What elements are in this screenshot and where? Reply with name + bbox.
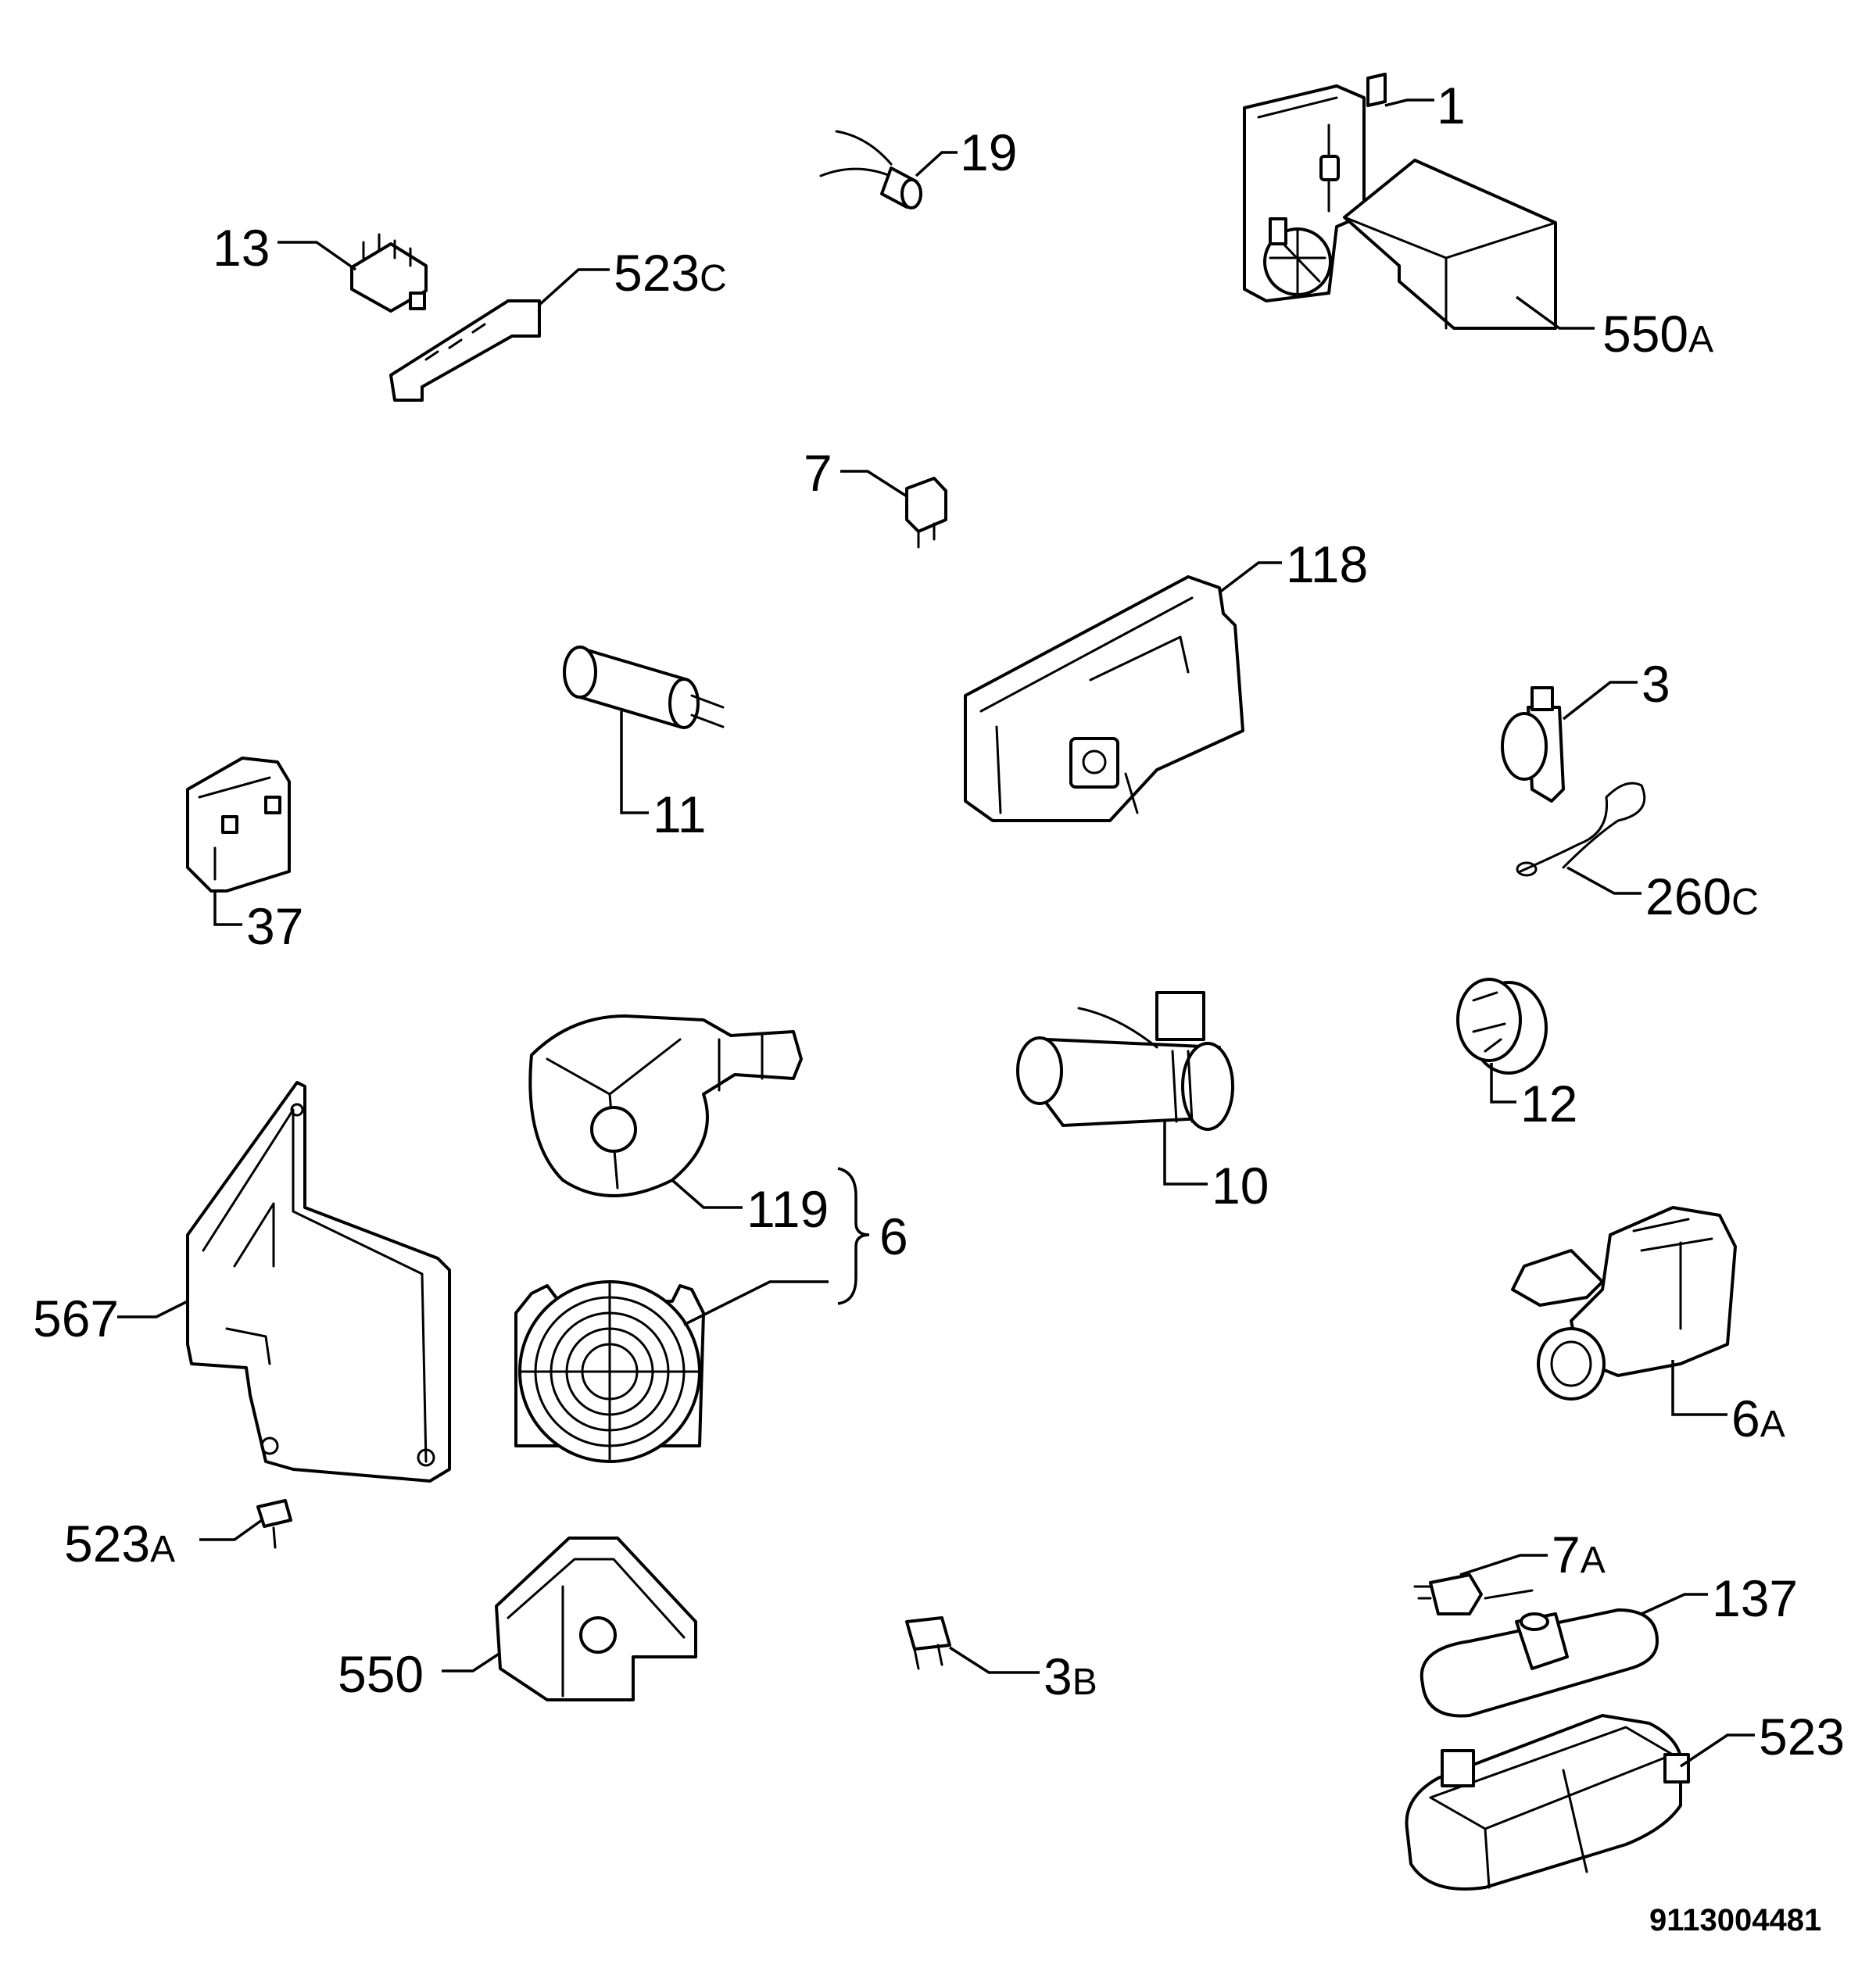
brace-6 — [837, 1167, 870, 1305]
label-13: 13 — [213, 219, 270, 277]
label-523c: 523C — [614, 244, 727, 302]
label-7a: 7A — [1552, 1526, 1606, 1583]
part-1-programmer — [1243, 73, 1387, 302]
part-6a-drain-pump — [1511, 1206, 1737, 1401]
label-7: 7 — [804, 444, 832, 502]
label-12: 12 — [1520, 1075, 1577, 1132]
part-fan-grille — [514, 1280, 705, 1463]
part-118-dispenser — [964, 575, 1244, 822]
label-1: 1 — [1437, 77, 1466, 134]
part-11-capacitor — [563, 646, 725, 729]
label-118: 118 — [1286, 535, 1368, 593]
part-7a-microswitch — [1413, 1573, 1534, 1615]
label-3b: 3B — [1044, 1647, 1097, 1705]
part-137-float-cover — [1420, 1608, 1659, 1718]
label-11: 11 — [653, 785, 707, 843]
label-137: 137 — [1712, 1569, 1798, 1627]
part-10-valve — [1016, 991, 1234, 1131]
label-550a: 550A — [1602, 305, 1713, 363]
label-19: 19 — [960, 123, 1017, 181]
part-550-cover — [495, 1537, 697, 1701]
part-119-fan-housing — [528, 1014, 803, 1197]
part-523-base-tray — [1405, 1714, 1690, 1891]
part-523a-screw — [256, 1499, 292, 1549]
part-13-switch — [350, 233, 428, 313]
part-3-level-sensor — [1501, 686, 1565, 803]
label-523a: 523A — [64, 1515, 175, 1572]
label-3: 3 — [1642, 655, 1670, 713]
part-37-filter — [186, 757, 291, 893]
label-550: 550 — [338, 1645, 424, 1703]
label-10: 10 — [1212, 1157, 1269, 1215]
part-260c-clip — [1516, 782, 1646, 877]
document-number: 9113004481 — [1649, 1903, 1821, 1937]
part-19-sensor — [819, 130, 922, 209]
part-7-microswitch — [905, 477, 947, 549]
label-119: 119 — [746, 1180, 829, 1238]
label-260c: 260C — [1645, 868, 1759, 925]
part-523c-bracket — [389, 299, 541, 402]
label-6a: 6A — [1731, 1390, 1785, 1447]
part-550a-cover-box — [1343, 159, 1557, 330]
label-37: 37 — [246, 897, 303, 955]
label-523: 523 — [1759, 1708, 1845, 1766]
part-567-shield — [186, 1081, 451, 1483]
part-3b-connector — [905, 1616, 951, 1670]
label-6: 6 — [879, 1207, 908, 1265]
label-567: 567 — [33, 1290, 119, 1347]
part-12-knob — [1456, 978, 1548, 1075]
